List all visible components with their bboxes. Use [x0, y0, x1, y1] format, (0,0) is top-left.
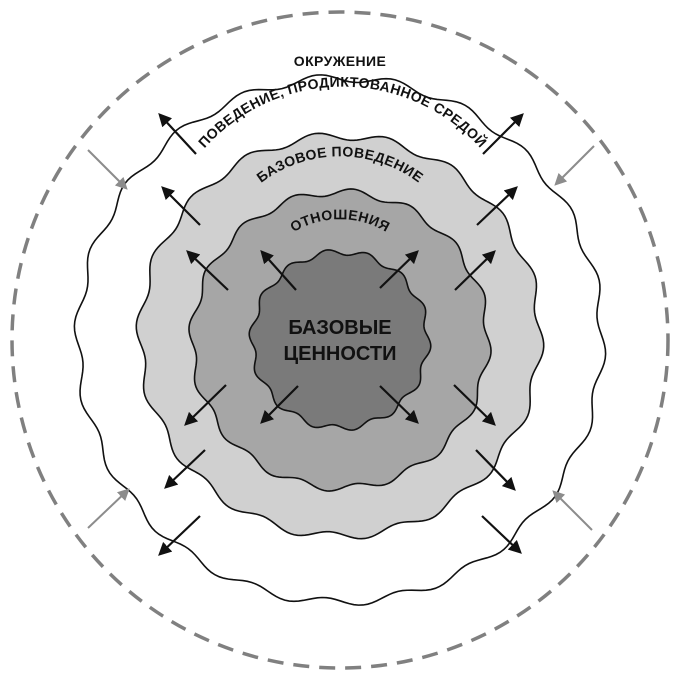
environment-dashed-boundary	[10, 10, 670, 670]
core-values-label-line2: ЦЕННОСТИ	[284, 343, 397, 365]
environment-label: ОКРУЖЕНИЕ	[294, 53, 386, 69]
arrow-down-right-outer-b	[481, 515, 522, 554]
arrow-down-left-mid	[184, 384, 227, 426]
arrow-in-bottom-right	[552, 490, 593, 531]
inward-arrows	[87, 145, 595, 531]
arrow-down-right-outer-a	[475, 449, 516, 491]
core-values-layer	[248, 249, 432, 431]
arrow-down-left-outer-b	[158, 515, 201, 556]
core-values-label-line1: БАЗОВЫЕ	[288, 317, 391, 339]
arrow-down-left-inner	[260, 385, 299, 424]
arrow-up-left-inner	[260, 250, 297, 291]
outward-arrows	[158, 113, 524, 556]
arrow-up-left-outer-a	[161, 186, 201, 226]
arrow-in-top-left	[87, 149, 128, 190]
arrow-up-right-inner	[379, 250, 419, 289]
arrow-down-right-inner	[379, 385, 419, 424]
arrow-up-right-outer-b	[482, 113, 524, 155]
arrow-up-left-mid	[186, 250, 229, 291]
arrow-in-top-right	[554, 145, 595, 186]
arrow-up-right-outer-a	[476, 186, 518, 226]
arrow-down-right-mid	[453, 384, 496, 426]
arrow-up-right-mid	[454, 250, 496, 291]
arrow-in-bottom-left	[87, 488, 130, 529]
arrow-up-left-outer-b	[158, 113, 197, 155]
arrow-down-left-outer-a	[164, 449, 206, 489]
